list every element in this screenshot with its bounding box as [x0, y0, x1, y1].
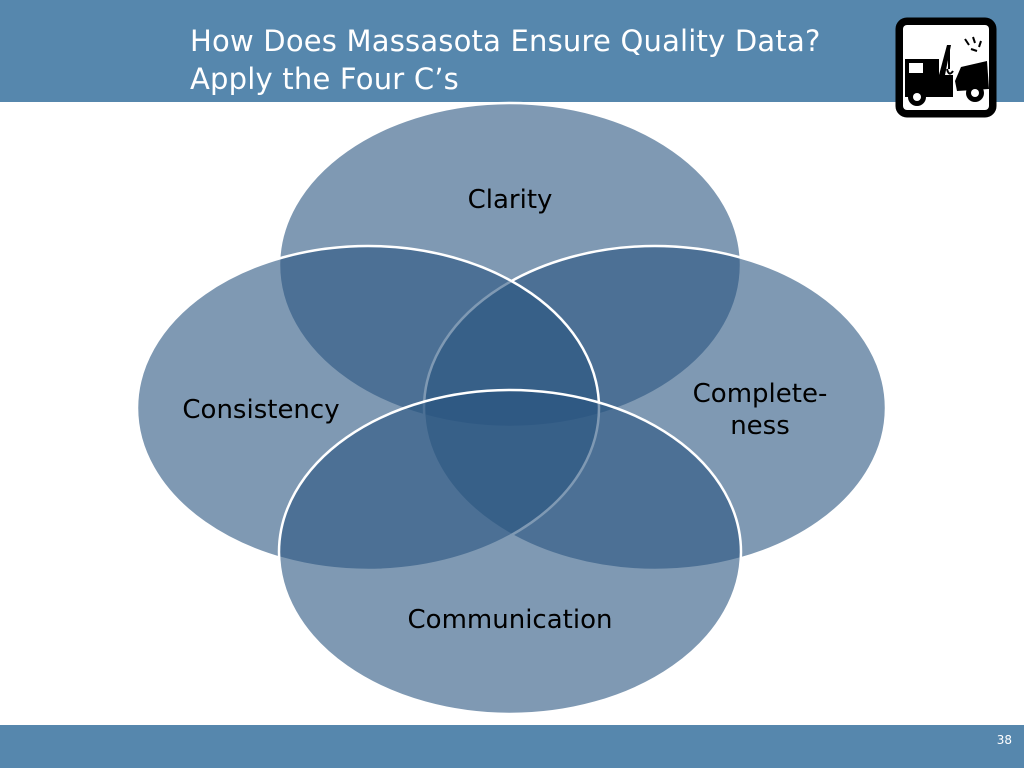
label-completeness-line-2: ness — [730, 411, 790, 441]
tow-truck-icon — [895, 17, 997, 118]
slide-title: How Does Massasota Ensure Quality Data? … — [190, 22, 821, 98]
ellipse-communication — [277, 388, 743, 716]
page-number: 38 — [996, 733, 1012, 747]
slide-title-line-2: Apply the Four C’s — [190, 62, 459, 96]
label-communication: Communication — [408, 605, 613, 635]
slide-title-line-1: How Does Massasota Ensure Quality Data? — [190, 24, 821, 58]
label-clarity: Clarity — [468, 185, 553, 215]
slide-footer: 38 — [0, 725, 1024, 768]
slide-header — [0, 0, 1024, 102]
label-completeness-line-1: Complete- — [693, 379, 828, 409]
label-consistency: Consistency — [182, 395, 339, 425]
